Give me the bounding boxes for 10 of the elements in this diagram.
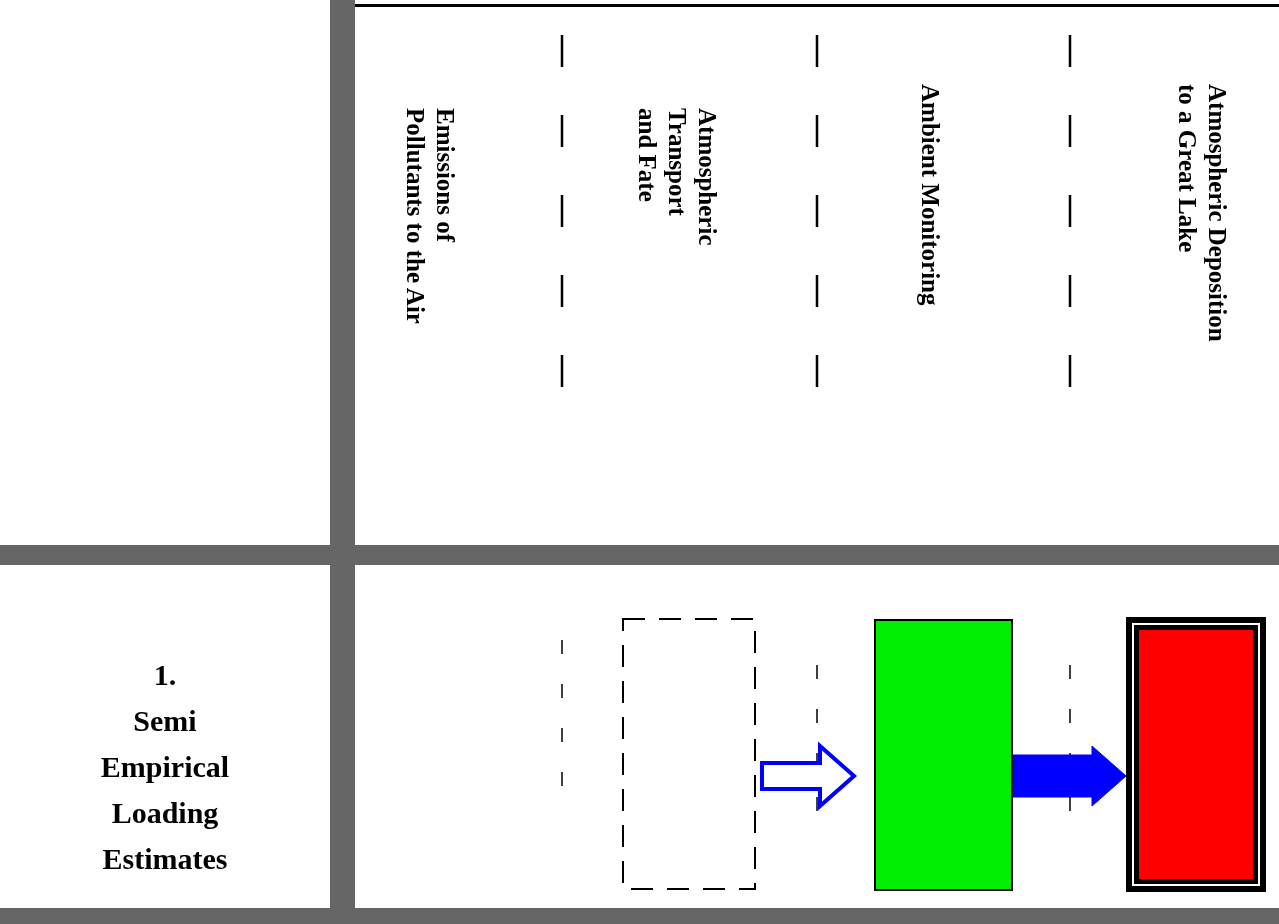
block-arrow (760, 741, 858, 811)
filled-box (874, 619, 1013, 891)
column-heading: Atmospheric Deposition to a Great Lake (1173, 84, 1232, 342)
framed-box (1126, 617, 1266, 892)
column-heading: Atmospheric Transport and Fate (633, 108, 722, 246)
column-heading: Ambient Monitoring (916, 84, 945, 306)
row-heading: 1. Semi Empirical Loading Estimates (99, 657, 231, 877)
block-arrow (1012, 745, 1127, 807)
dashed-box (622, 618, 756, 890)
column-heading: Emissions of Pollutants to the Air (401, 108, 460, 324)
